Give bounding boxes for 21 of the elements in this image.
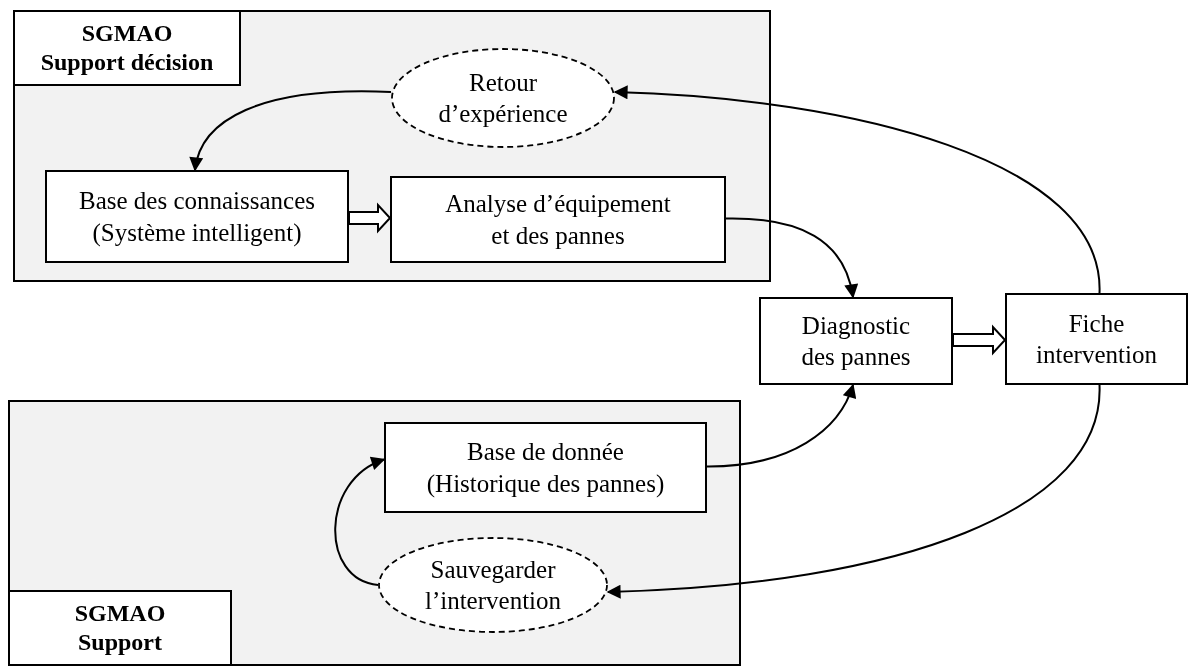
process-box: Base de donnée (Historique des pannes) (384, 422, 707, 513)
process-box: Fiche intervention (1005, 293, 1188, 385)
node-label: Retour d’expérience (437, 67, 569, 129)
group-panel (13, 10, 771, 282)
curved-arrow (613, 85, 1101, 294)
process-box: Analyse d’équipement et des pannes (390, 176, 726, 263)
curved-arrow (334, 458, 386, 586)
dashed-ellipse (378, 537, 608, 633)
block-arrow (952, 324, 1007, 356)
curved-arrow (190, 90, 392, 172)
group-panel (8, 400, 741, 666)
curved-arrow (606, 384, 1101, 599)
dashed-ellipse (391, 48, 615, 148)
curved-arrow (706, 383, 856, 468)
process-box: Base des connaissances (Système intelligent) (45, 170, 349, 263)
block-arrow (348, 202, 392, 234)
process-box: Diagnostic des pannes (759, 297, 953, 385)
curved-arrow (725, 217, 858, 299)
panel-title: SGMAO Support (8, 590, 232, 666)
node-label: Sauvegarder l’intervention (423, 554, 563, 616)
panel-title: SGMAO Support décision (13, 10, 241, 86)
